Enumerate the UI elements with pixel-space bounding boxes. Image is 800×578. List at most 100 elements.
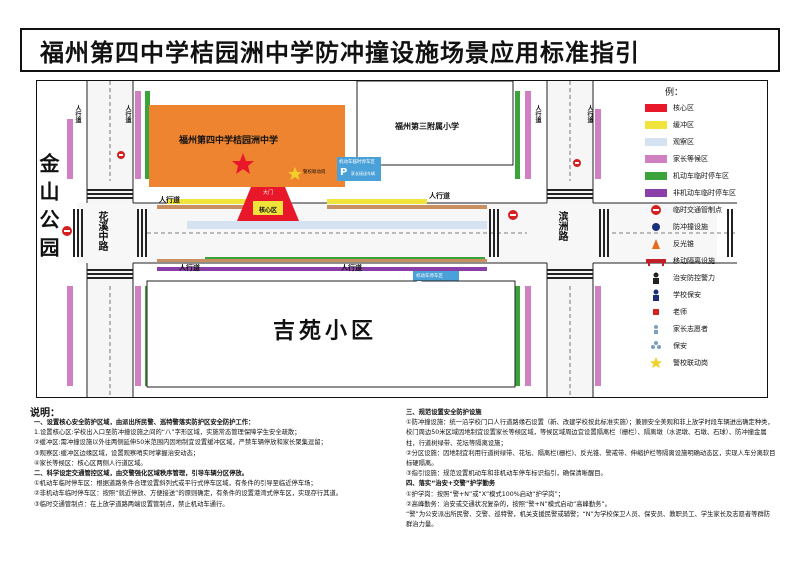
notes-line: ③观察区:缓冲区边缘区域，设置观察哨实时掌握治安动态； <box>34 449 200 457</box>
parking-top-label: 机动车临时停车区 <box>339 160 375 165</box>
legend-swatch <box>645 171 667 180</box>
legend-item: 核心区 <box>645 99 765 116</box>
notes-heading-line: 四、落实“治安+交警”护学勤务 <box>406 480 496 488</box>
cone-icon <box>645 238 667 250</box>
police-post-star-icon <box>288 167 302 180</box>
sidewalk-label-7: 人行道 <box>534 105 541 123</box>
legend-panel: 例： 核心区缓冲区观察区家长等候区机动车临时停车区非机动车临时停车区临时交通管制… <box>645 85 765 371</box>
road-right-label: 滨洲路 <box>556 211 567 241</box>
legend-item: 非机动车临时停车区 <box>645 184 765 201</box>
affiliate-label: 福州第三附属小学 <box>395 122 459 131</box>
road-left-label: 花溪中路 <box>96 211 107 251</box>
person-icon <box>645 323 667 335</box>
notes-heading: 说明： <box>30 408 60 419</box>
notes-line: ④家长等候区：核心区两侧人行道区域。 <box>34 459 147 467</box>
legend-label: 观察区 <box>673 137 694 146</box>
notes-column-1: 一、设置核心安全防护区域，由派出所民警、巡特警落实防护区安全防护工作：1.设置核… <box>34 418 390 510</box>
legend-label: 治安防控警力 <box>673 273 715 282</box>
guard-icon <box>645 289 667 301</box>
community-block <box>146 280 516 388</box>
star-icon <box>645 356 667 369</box>
legend-label: 非机动车临时停车区 <box>673 188 736 197</box>
dot-icon <box>645 221 667 233</box>
parent-waiting-zones <box>67 91 601 386</box>
parking-bottom-p: P <box>416 280 424 291</box>
legend-label: 反光锥 <box>673 239 694 248</box>
community-label: 吉苑小区 <box>273 319 378 344</box>
legend-swatch <box>645 154 667 163</box>
sidewalk-label-5: 人行道 <box>74 105 81 123</box>
traffic-control-icons <box>62 151 581 236</box>
notes-line: ①机动车临时停车区：根据道路条件合理设置斜列式或平行式停车区域，有条件的引导至临… <box>34 480 317 488</box>
gate-label: 大门 <box>263 190 274 196</box>
road-center-lines <box>109 81 737 397</box>
legend-swatch <box>645 188 667 197</box>
legend-item: 学校保安 <box>645 286 765 303</box>
legend-label: 警校联动岗 <box>673 358 708 367</box>
legend-label: 保安 <box>673 341 687 350</box>
affiliate-building <box>356 81 514 166</box>
school-label: 福州第四中学桔园洲中学 <box>179 136 279 146</box>
barrier-icon <box>645 255 667 267</box>
legend-label: 核心区 <box>673 103 694 112</box>
observation-zone <box>187 221 487 229</box>
school-star-icon <box>232 153 254 174</box>
park-label: 金山公园 <box>36 153 60 265</box>
legend-item: 老师 <box>645 303 765 320</box>
map-drawing <box>62 81 737 397</box>
gate-post-label: 警校联动岗 <box>303 170 326 175</box>
page-title: 福州第四中学桔园洲中学防冲撞设施场景应用标准指引 <box>40 38 640 67</box>
legend-label: 机动车临时停车区 <box>673 171 729 180</box>
legend-list: 核心区缓冲区观察区家长等候区机动车临时停车区非机动车临时停车区临时交通管制点防冲… <box>645 99 765 371</box>
sidewalk-label-2: 人行道 <box>429 192 450 200</box>
notes-line: ①护学岗：按照“警+N”或“X”模式100%启动“护学岗”； <box>406 490 565 498</box>
legend-label: 缓冲区 <box>673 120 694 129</box>
legend-label: 移动隔离设施 <box>673 256 715 265</box>
sidewalk-strips <box>157 205 487 262</box>
police-icon <box>645 272 667 284</box>
legend-item: 治安防控警力 <box>645 269 765 286</box>
legend-label: 临时交通管制点 <box>673 205 722 214</box>
legend-label: 防冲撞设施 <box>673 222 708 231</box>
nonmotor-parking <box>157 267 487 271</box>
legend-item: 警校联动岗 <box>645 354 765 371</box>
gate-box <box>253 201 283 215</box>
school-building <box>149 105 345 187</box>
notes-line: ②分区设施：因地制宜利用行道树绿带、花坛、隔离栏(栅栏)、反光锥、警戒带、伸缩护… <box>406 449 776 468</box>
notes-section: 说明： 一、设置核心安全防护区域，由派出所民警、巡特警落实防护区安全防护工作：1… <box>30 400 790 578</box>
core-zone-label: 核心区 <box>259 207 278 214</box>
legend-heading: 例： <box>665 88 684 98</box>
notes-line: ②缓冲区:需冲撞设施以外往两侧延伸50米范围内因地制宜设置缓冲区域，严禁车辆停放… <box>34 439 327 447</box>
legend-item: 防冲撞设施 <box>645 218 765 235</box>
legend-item: 家长等候区 <box>645 150 765 167</box>
parking-sign-top <box>337 157 381 181</box>
scene-map: 金山公园 福州第四中学桔园洲中学 福州第三附属小学 吉苑小区 花溪中路 滨洲路 … <box>36 80 768 398</box>
legend-item: 缓冲区 <box>645 116 765 133</box>
legend-swatch <box>645 137 667 146</box>
buffer-zones <box>167 199 427 204</box>
notes-column-2: 三、规范设置安全防护设施 ①防冲撞设施：统一沿学校门口人行道路缘石设置（新、改建学… <box>406 408 776 530</box>
square-icon <box>645 306 667 318</box>
notes-line: ②非机动车临时停车区：按照“就近停放、方便接送”的原则确定，有条件的设置港湾式停… <box>34 490 343 498</box>
legend-swatch <box>645 103 667 112</box>
notes-line: ②高峰勤务：治安或交通状况复杂的，按照“警+N”模式启动“高峰勤务”。 <box>406 500 611 508</box>
parking-top-p: P <box>340 167 348 178</box>
parking-bottom-sub: 家长接送车辆 <box>427 284 451 289</box>
flower-icon <box>645 340 667 352</box>
legend-item: 保安 <box>645 337 765 354</box>
legend-item: 机动车临时停车区 <box>645 167 765 184</box>
notes-line: “警”为公安派出所民警、交警、巡特警，机关支援民警或辅警；“N”为学校保卫人员、… <box>406 511 771 529</box>
legend-item: 反光锥 <box>645 235 765 252</box>
legend-label: 老师 <box>673 307 687 316</box>
notes-line: 1.设置核心区:学校出入口至防冲撞设施之间的“八”字形区域，实施常态管理保障学生… <box>34 429 301 437</box>
zebra-crossings <box>73 189 733 279</box>
parking-bottom-label: 机动车停车区 <box>416 274 443 279</box>
legend-item: 观察区 <box>645 133 765 150</box>
notes-line: ③临时交通管制点：在上放学道路两端设置管制点，禁止机动车通行。 <box>34 500 229 508</box>
sidewalk-label-1: 人行道 <box>159 196 180 204</box>
legend-swatch <box>645 120 667 129</box>
notes-line: ①防冲撞设施：统一沿学校门口人行道路缘石设置（新、改建学校按此标准实施）；兼顾安… <box>406 419 774 447</box>
sidewalk-label-6: 人行道 <box>124 105 131 123</box>
no-entry-icon <box>645 204 667 216</box>
notes-heading-line: 三、规范设置安全防护设施 <box>406 409 482 416</box>
